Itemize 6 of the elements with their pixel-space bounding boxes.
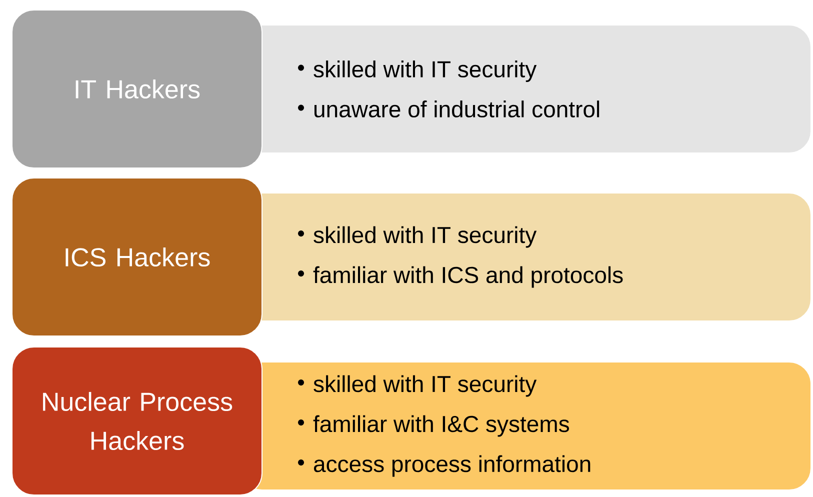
category-box: IT Hackers [12, 10, 262, 168]
description-box: skilled with IT security familiar with ICS and protocols [240, 192, 812, 322]
category-box: ICS Hackers [12, 178, 262, 336]
description-box: skilled with IT security familiar with I&C systems access process information [240, 362, 812, 490]
category-box: Nuclear Process Hackers [12, 346, 262, 496]
description-box: skilled with IT security unaware of industrial control [240, 24, 812, 154]
